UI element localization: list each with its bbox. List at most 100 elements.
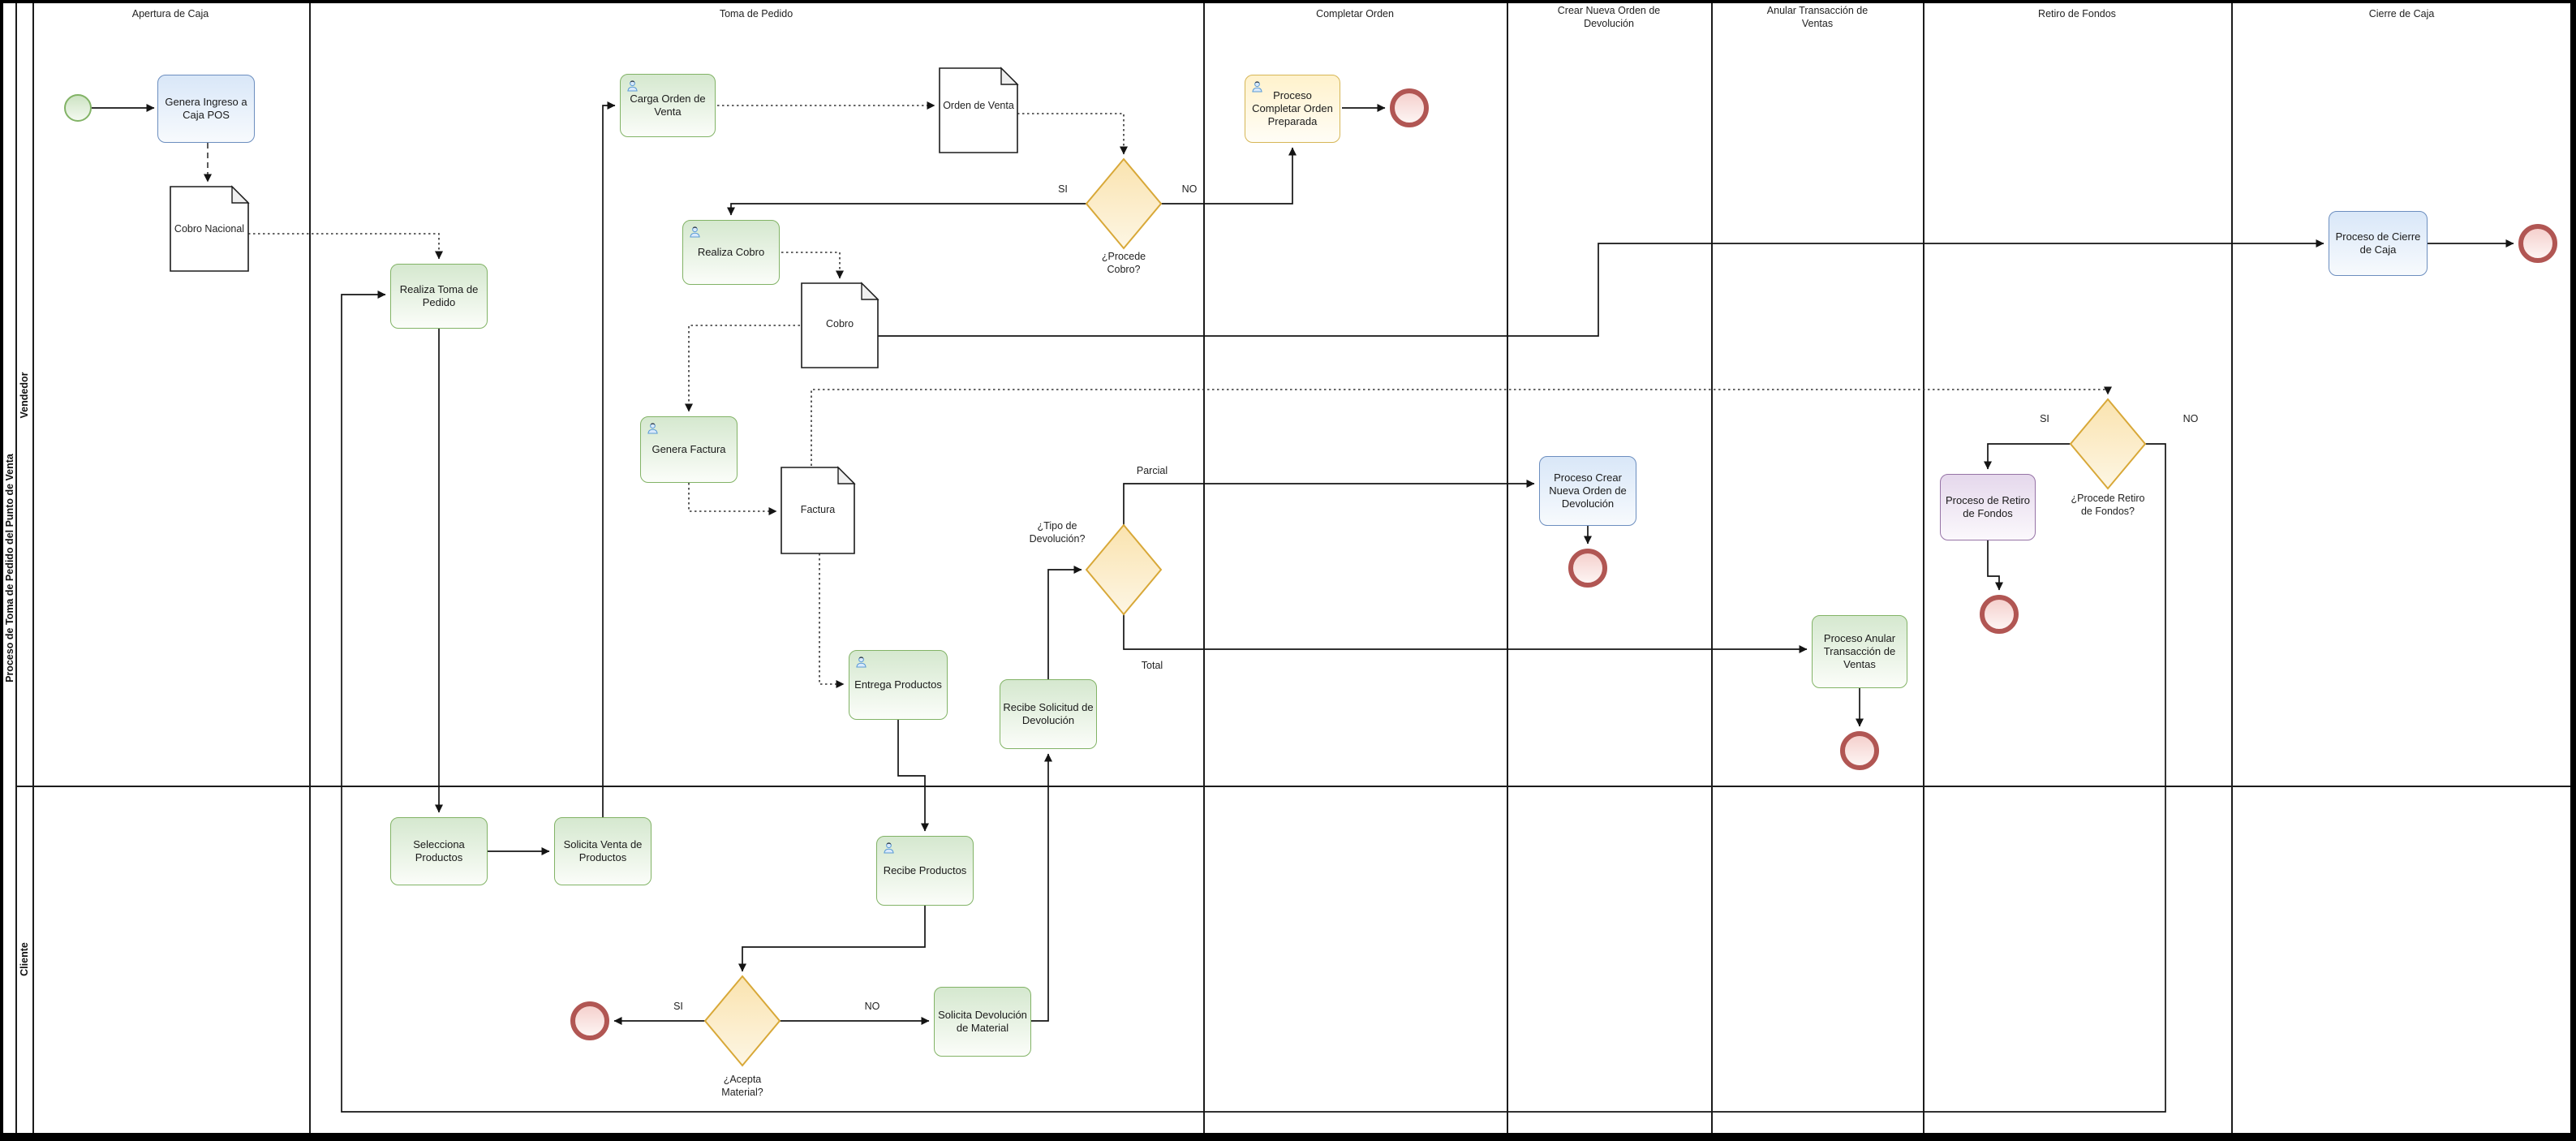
canvas-border-bottom xyxy=(0,1133,2576,1141)
document-label-cobro-nacional: Cobro Nacional xyxy=(174,223,245,235)
document-label-orden-venta: Orden de Venta xyxy=(943,100,1014,111)
end-event-cierre-caja[interactable] xyxy=(2518,224,2557,263)
assoc-orden-venta-to-procede-cobro xyxy=(1017,113,1128,155)
phase-title-completar: Completar Orden xyxy=(1316,8,1394,19)
flow-procede-cobro-no-completar xyxy=(1161,147,1297,205)
task-proceso-anular-transaccion[interactable]: Proceso Anular Transacción de Ventas xyxy=(1812,615,1907,688)
gateway-label-acepta-material: ¿Acepta Material? xyxy=(721,1074,763,1099)
end-event-completar-orden[interactable] xyxy=(1390,88,1429,127)
branch-label-acepta-no: NO xyxy=(864,1001,880,1012)
task-label: Recibe Productos xyxy=(883,864,967,877)
branch-label-procede-retiro-si: SI xyxy=(2040,413,2049,424)
task-label: Solicita Devolución de Material xyxy=(938,1009,1027,1034)
document-cobro[interactable] xyxy=(801,282,879,368)
pool-title-divider xyxy=(15,3,17,1133)
assoc-cobro-nacional-to-realiza-toma xyxy=(248,233,443,260)
task-solicita-venta-productos[interactable]: Solicita Venta de Productos xyxy=(554,817,652,885)
task-proceso-retiro-fondos[interactable]: Proceso de Retiro de Fondos xyxy=(1940,474,2036,540)
gateway-procede-retiro[interactable] xyxy=(2069,398,2147,490)
task-entrega-productos[interactable]: Entrega Productos xyxy=(849,650,948,720)
task-proceso-crear-nueva-orden[interactable]: Proceso Crear Nueva Orden de Devolución xyxy=(1539,456,1636,526)
task-label: Proceso Anular Transacción de Ventas xyxy=(1823,632,1896,670)
assoc-factura-to-procede-retiro xyxy=(811,386,2112,466)
task-label: Recibe Solicitud de Devolución xyxy=(1003,701,1094,726)
phase-title-cierre: Cierre de Caja xyxy=(2368,8,2435,19)
flow-recibe-productos-to-acepta xyxy=(738,906,926,972)
task-genera-factura[interactable]: Genera Factura xyxy=(640,416,738,483)
task-label: Genera Factura xyxy=(652,443,726,456)
canvas-border-top xyxy=(0,0,2576,3)
person-icon xyxy=(1252,81,1262,93)
task-solicita-devolucion-material[interactable]: Solicita Devolución de Material xyxy=(934,987,1031,1057)
gateway-label-tipo-devolucion: ¿Tipo de Devolución? xyxy=(1029,520,1086,545)
branch-label-procede-cobro-no: NO xyxy=(1181,183,1198,195)
person-icon xyxy=(856,657,867,668)
task-proceso-cierre-caja[interactable]: Proceso de Cierre de Caja xyxy=(2329,211,2428,276)
phase-divider-1 xyxy=(309,3,311,1133)
canvas-border-left xyxy=(0,0,3,1141)
task-realiza-cobro[interactable]: Realiza Cobro xyxy=(682,220,780,285)
task-realiza-toma-pedido[interactable]: Realiza Toma de Pedido xyxy=(390,264,488,329)
lane-label-divider xyxy=(32,3,34,1133)
branch-label-procede-retiro-no: NO xyxy=(2183,413,2199,424)
flow-tipo-total-anular xyxy=(1123,614,1808,653)
phase-title-toma: Toma de Pedido xyxy=(719,8,793,19)
branch-label-total: Total xyxy=(1141,660,1163,671)
flow-procede-retiro-si-retiro xyxy=(1984,443,2071,470)
phase-divider-3 xyxy=(1507,3,1508,1133)
gateway-procede-cobro[interactable] xyxy=(1085,157,1163,250)
person-icon xyxy=(647,423,658,434)
task-recibe-productos[interactable]: Recibe Productos xyxy=(876,836,974,906)
branch-label-parcial: Parcial xyxy=(1136,465,1168,476)
end-event-anular-transaccion[interactable] xyxy=(1840,731,1879,770)
flow-cobro-to-cierre xyxy=(878,239,2324,337)
gateway-tipo-devolucion[interactable] xyxy=(1085,523,1163,616)
canvas-border-right xyxy=(2570,0,2576,1141)
phase-title-crear-nueva: Crear Nueva Orden de Devolución xyxy=(1557,5,1661,29)
task-label: Realiza Cobro xyxy=(697,246,765,259)
document-cobro-nacional[interactable] xyxy=(170,185,250,272)
flow-solicita-devolucion-to-recibe-solicitud xyxy=(1031,753,1052,1022)
task-proceso-completar-orden[interactable]: Proceso Completar Orden Preparada xyxy=(1245,75,1340,143)
branch-label-procede-cobro-si: SI xyxy=(1058,183,1068,195)
gateway-acepta-material[interactable] xyxy=(703,975,781,1067)
task-carga-orden-venta[interactable]: Carga Orden de Venta xyxy=(620,74,716,137)
phase-divider-2 xyxy=(1203,3,1205,1133)
end-event-retiro-fondos[interactable] xyxy=(1980,595,2019,634)
phase-divider-5 xyxy=(1923,3,1924,1133)
document-orden-venta[interactable] xyxy=(939,67,1019,153)
person-icon xyxy=(884,842,894,854)
flow-solicita-venta-to-carga-orden xyxy=(602,101,616,817)
document-label-factura: Factura xyxy=(800,504,836,515)
flow-retiro-to-end xyxy=(1987,540,2003,591)
phase-divider-4 xyxy=(1711,3,1713,1133)
task-genera-ingreso-caja-pos[interactable]: Genera Ingreso a Caja POS xyxy=(157,75,255,143)
task-label: Solicita Venta de Productos xyxy=(563,838,643,863)
assoc-cobro-to-genera-factura xyxy=(685,325,800,412)
end-event-acepta-material[interactable] xyxy=(570,1001,609,1040)
phase-title-anular: Anular Transacción de Ventas xyxy=(1766,5,1869,29)
person-icon xyxy=(690,226,700,238)
flow-recibe-solicitud-to-tipo-devolucion xyxy=(1047,566,1082,679)
task-selecciona-productos[interactable]: Selecciona Productos xyxy=(390,817,488,885)
person-icon xyxy=(627,80,638,92)
assoc-genera-factura-to-factura xyxy=(688,483,777,515)
task-label: Proceso de Retiro de Fondos xyxy=(1945,494,2031,519)
document-label-cobro: Cobro xyxy=(825,318,854,329)
flow-entrega-to-recibe-productos xyxy=(897,720,929,832)
phase-title-apertura: Apertura de Caja xyxy=(131,8,209,19)
task-label: Proceso Completar Orden Preparada xyxy=(1252,89,1333,127)
task-label: Selecciona Productos xyxy=(413,838,465,863)
lane-boundary xyxy=(15,786,2570,787)
start-event[interactable] xyxy=(64,94,92,122)
phase-divider-6 xyxy=(2231,3,2233,1133)
task-label: Proceso Crear Nueva Orden de Devolución xyxy=(1549,471,1627,510)
gateway-label-procede-cobro: ¿Procede Cobro? xyxy=(1101,251,1146,276)
document-factura[interactable] xyxy=(781,466,856,554)
task-label: Entrega Productos xyxy=(854,678,942,691)
end-event-crear-devolucion[interactable] xyxy=(1568,549,1607,588)
task-recibe-solicitud-devolucion[interactable]: Recibe Solicitud de Devolución xyxy=(1000,679,1097,749)
assoc-factura-to-entrega-productos xyxy=(819,553,845,688)
